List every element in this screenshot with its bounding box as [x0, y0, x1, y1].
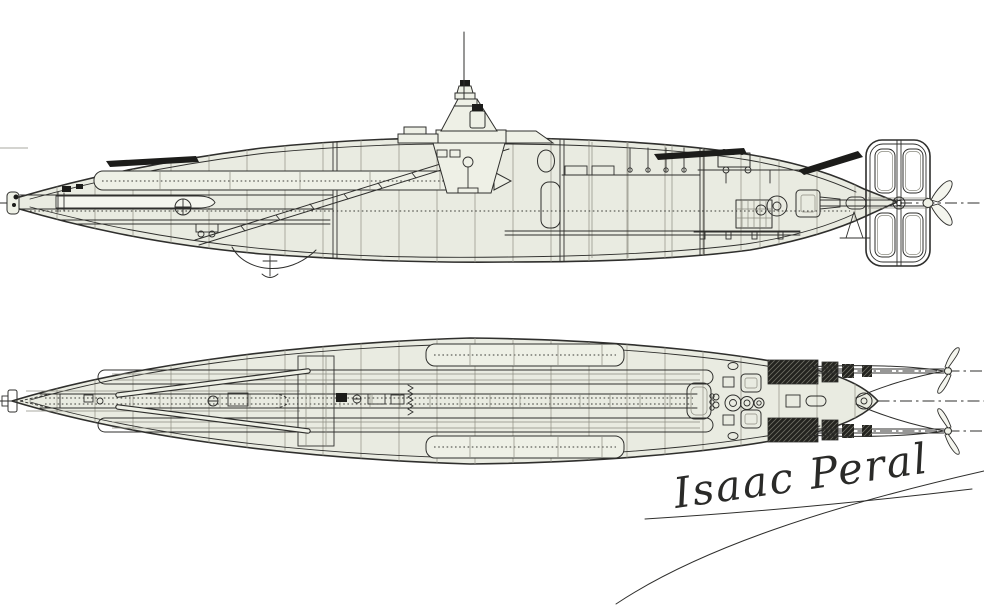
lantern-base: [454, 92, 476, 100]
periscope-cap: [472, 104, 483, 111]
stern-hydroplane: [654, 148, 747, 160]
midship-fittings: [537, 147, 701, 229]
tail-fin: [798, 151, 863, 175]
starboard-motor: [740, 409, 762, 429]
porthole: [537, 149, 555, 173]
signature-flourish: [615, 470, 984, 605]
rudder-hub: [892, 196, 906, 210]
doorway: [540, 181, 561, 229]
torpedo-loading-frame: [115, 355, 414, 447]
bow-torpedo-tube: [19, 194, 334, 210]
interior-structure: [54, 139, 801, 263]
battery-bank-port: [767, 359, 819, 385]
deck-casing: [435, 129, 507, 144]
bow-cap: [6, 191, 20, 215]
plan-view: [0, 337, 984, 465]
stern-fork: [805, 365, 945, 437]
helm-wheel: [462, 156, 474, 168]
port-motor: [740, 373, 762, 393]
transverse-bulkhead: [686, 382, 712, 420]
propeller-blade-lower: [930, 203, 953, 226]
propeller-side: [898, 180, 953, 226]
starboard-propeller-plan: [937, 408, 960, 455]
bow-fittings: [62, 184, 219, 238]
plan-bow-fittings: [83, 392, 405, 407]
anchor-davit: [231, 246, 317, 278]
bow-hydroplane: [106, 156, 199, 167]
lantern-cap: [460, 80, 470, 86]
engine-room: [693, 149, 899, 240]
side-elevation-view: [0, 31, 980, 278]
lantern: [456, 85, 474, 94]
propeller-blade-upper: [930, 180, 953, 203]
torpedo-plan: [19, 393, 289, 409]
signature-underline: [644, 488, 973, 520]
gear-train: [709, 393, 765, 412]
port-propeller-plan: [937, 347, 960, 394]
conning-tower-assembly: [397, 31, 555, 194]
side-ballast-tanks: [425, 343, 625, 459]
periscope-housing: [469, 110, 486, 129]
stern-rudder-frame: [865, 139, 931, 267]
flywheel: [766, 195, 788, 217]
machinery-plan: [686, 359, 945, 443]
inner-hull-bottom: [29, 206, 855, 258]
gear-rack: [407, 384, 414, 416]
battery-bank-starboard: [767, 417, 819, 443]
casing-aft-wedge: [505, 130, 555, 144]
access-trunk: [432, 142, 506, 194]
